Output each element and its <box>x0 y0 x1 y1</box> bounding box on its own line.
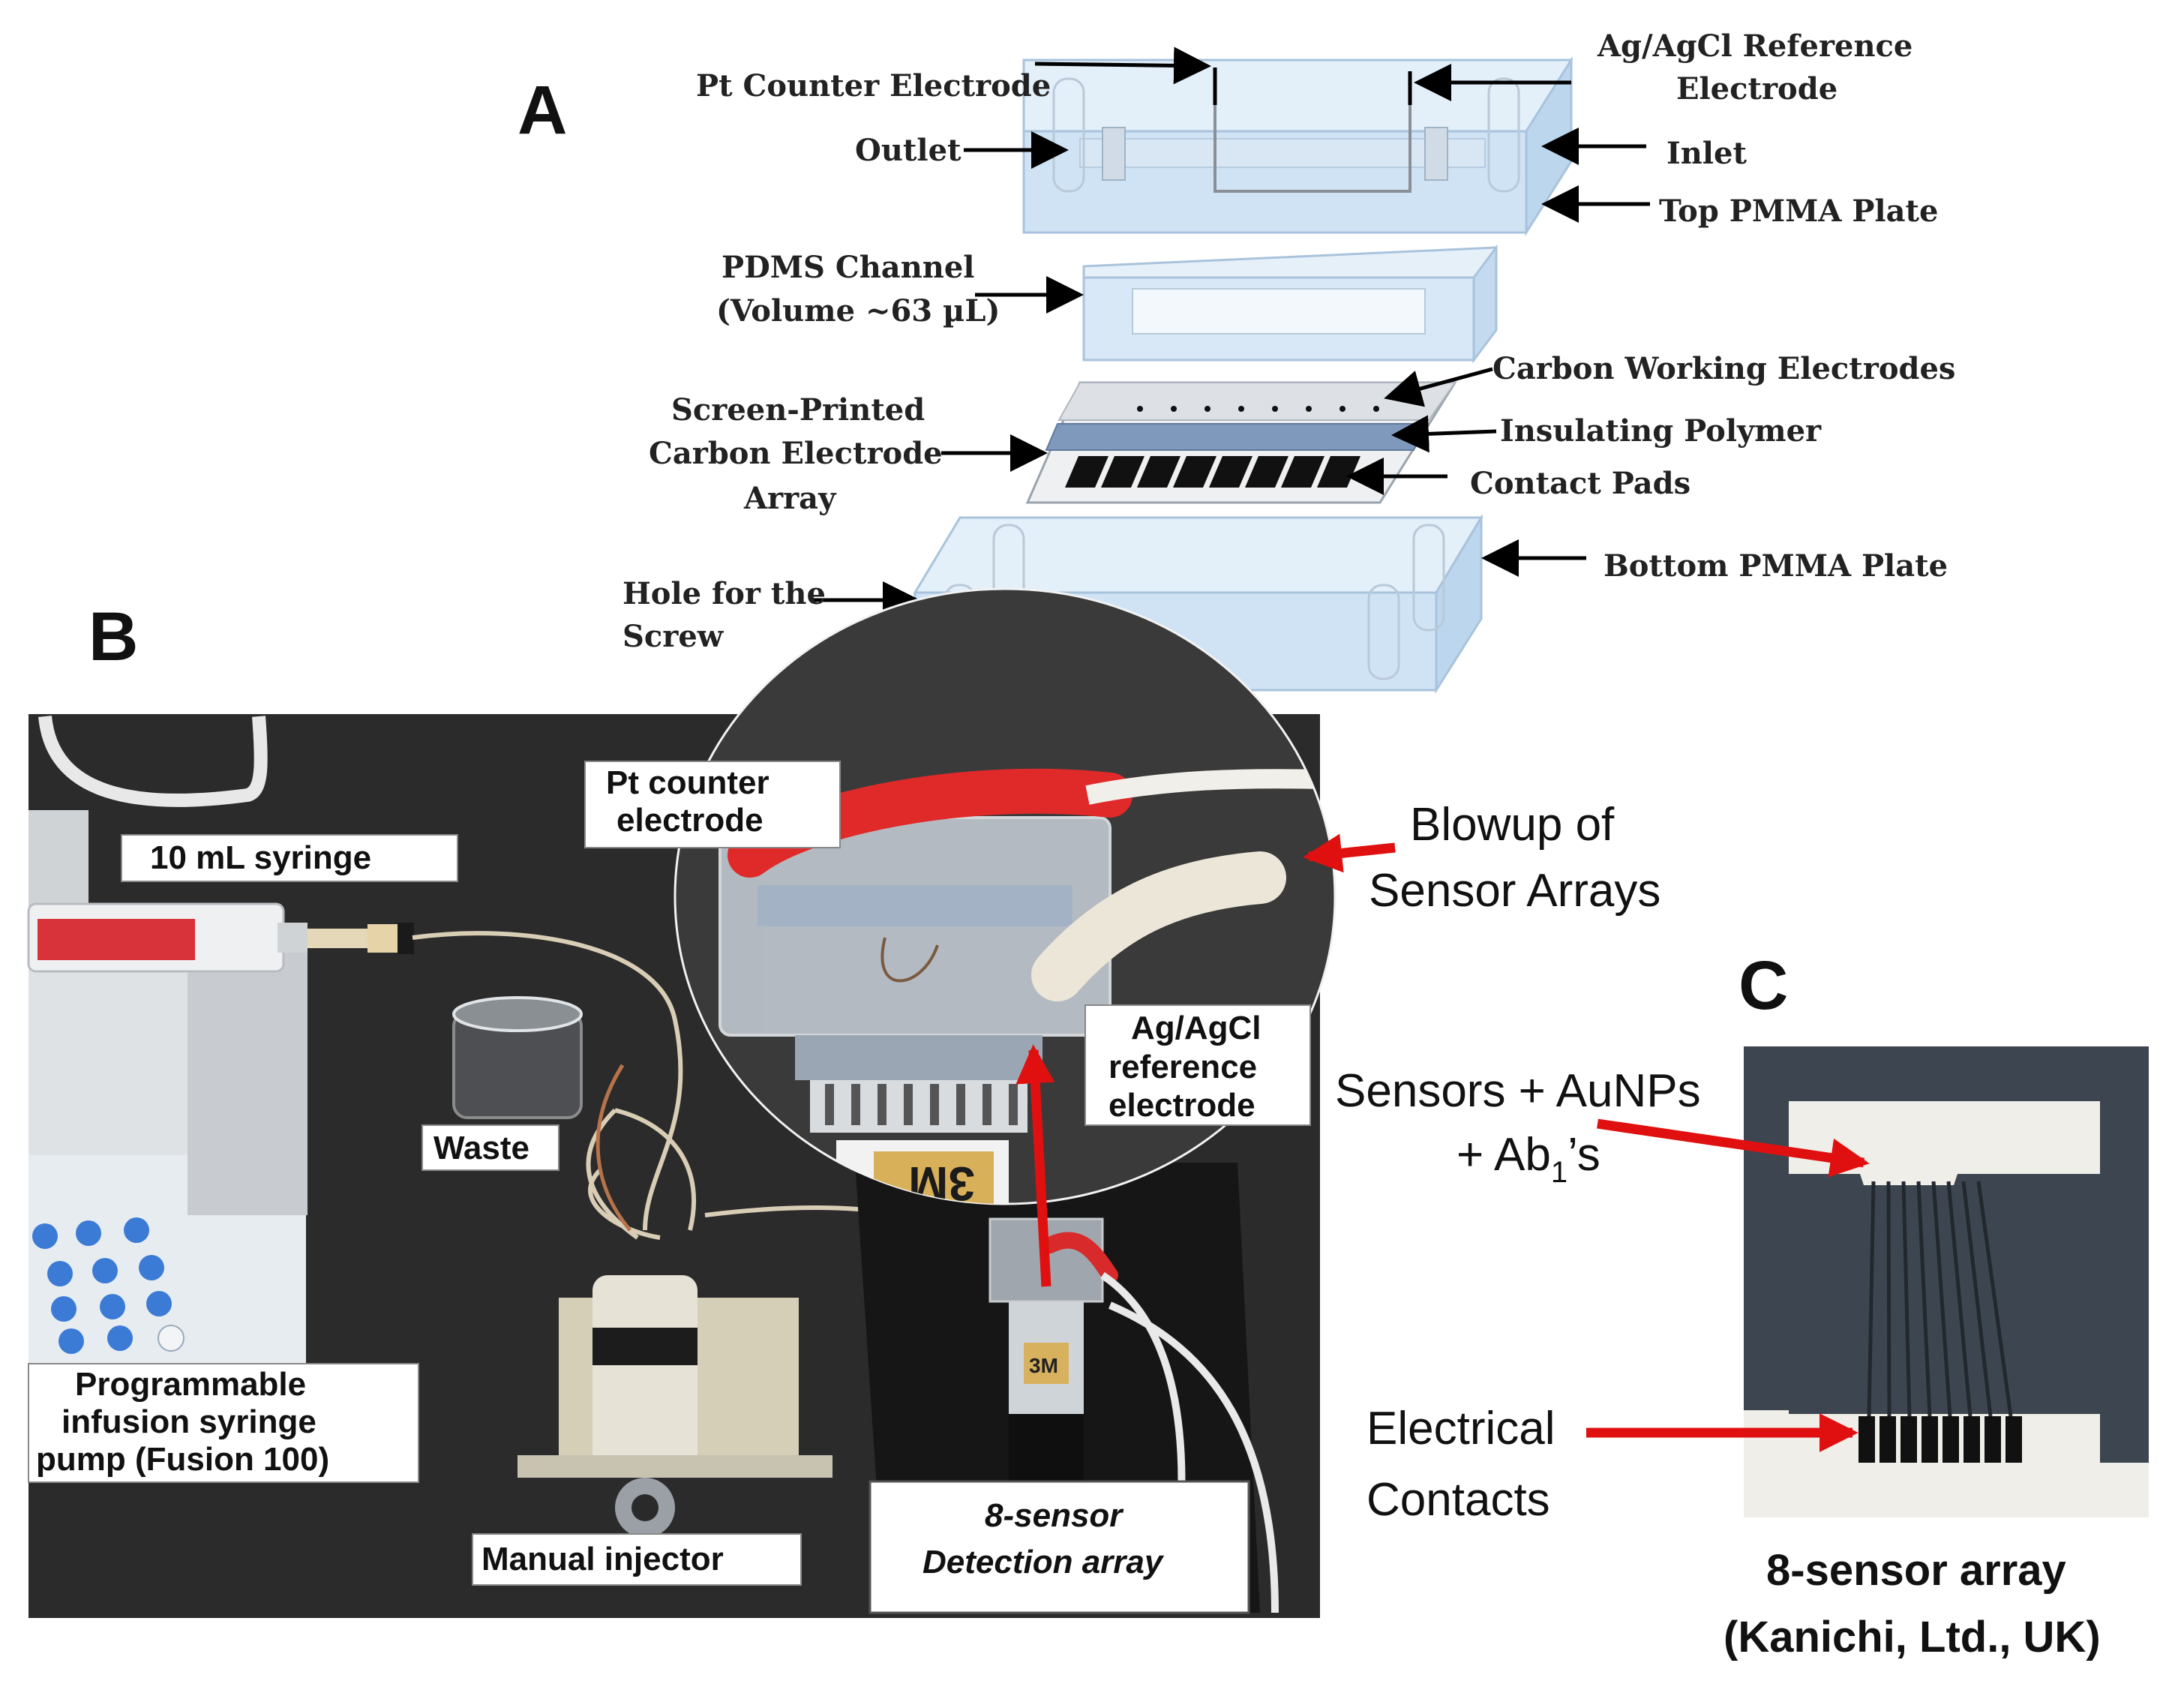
label-sensors-ab: + Ab <box>1456 1129 1551 1181</box>
label-box-ag-agcl: Ag/AgCl reference electrode <box>1084 1004 1311 1126</box>
manual-injector <box>518 1275 832 1538</box>
panel-label-b: B <box>88 599 138 675</box>
label-syringe: 10 mL syringe <box>150 839 371 876</box>
label-screen-printed-line3: Array <box>743 481 837 516</box>
label-sensors-post: ’s <box>1568 1129 1600 1181</box>
label-pt-counter-line1: Pt counter <box>606 764 770 801</box>
label-hole-screw-line2: Screw <box>622 619 724 654</box>
syringe-pump <box>28 810 308 1380</box>
panel-label-a: A <box>518 72 567 149</box>
sensor-window-top <box>1789 1101 2100 1185</box>
label-pump-line2: infusion syringe <box>62 1403 316 1440</box>
red-arrow-blowup <box>1016 1044 1055 1287</box>
sensor-traces <box>1867 1181 2013 1417</box>
electrode-array-sheet <box>1025 381 1457 504</box>
caption-line2: (Kanichi, Ltd., UK) <box>1724 1613 2101 1661</box>
label-ag-agcl-ref-line2: Electrode <box>1676 71 1838 107</box>
caption-line1: 8-sensor array <box>1766 1546 2066 1595</box>
label-ref-line2: reference <box>1108 1049 1257 1085</box>
label-injector: Manual injector <box>482 1541 724 1577</box>
panel-a-schematic: Pt Counter Electrode Ag/AgCl Reference E… <box>622 29 1955 695</box>
label-pdms-channel-line2: (Volume ~63 µL) <box>716 293 1000 329</box>
label-electrical-line1: Electrical <box>1366 1403 1556 1454</box>
label-waste: Waste <box>434 1130 530 1166</box>
label-electrical-line2: Contacts <box>1366 1474 1550 1526</box>
panel-b-photo: 3M 3M <box>27 587 1396 1618</box>
panel-c-sensor-array <box>1744 1046 2149 1517</box>
label-insulating-polymer: Insulating Polymer <box>1500 413 1822 449</box>
label-detection-line1: 8-sensor <box>985 1497 1124 1534</box>
label-pump-line1: Programmable <box>75 1366 306 1403</box>
label-carbon-working-electrodes: Carbon Working Electrodes <box>1492 351 1955 386</box>
label-box-syringe: 10 mL syringe <box>121 834 458 882</box>
label-blowup-line2: Sensor Arrays <box>1369 865 1660 917</box>
top-pmma-plate <box>1022 56 1574 237</box>
pdms-channel <box>1082 244 1498 364</box>
label-blowup-line1: Blowup of <box>1410 799 1615 851</box>
label-screen-printed-line2: Carbon Electrode <box>649 436 943 471</box>
label-contact-pads: Contact Pads <box>1470 466 1690 501</box>
label-pdms-channel-line1: PDMS Channel <box>722 250 975 285</box>
label-pt-counter-line2: electrode <box>616 802 764 839</box>
red-arrow-sensors <box>1597 1118 1870 1178</box>
pump-keypad <box>32 1217 172 1354</box>
label-pump-line3: pump (Fusion 100) <box>36 1441 329 1478</box>
sensor-contact-pads <box>1858 1416 2022 1463</box>
label-box-pt-counter: Pt counter electrode <box>584 761 841 848</box>
label-pt-counter-electrode: Pt Counter Electrode <box>696 68 1051 104</box>
label-outlet: Outlet <box>855 133 962 168</box>
label-ref-line1: Ag/AgCl <box>1131 1010 1262 1046</box>
label-top-pmma-plate: Top PMMA Plate <box>1659 194 1938 229</box>
label-bottom-pmma-plate: Bottom PMMA Plate <box>1604 548 1948 584</box>
panel-label-c: C <box>1738 947 1788 1024</box>
label-sensors-line1: Sensors + AuNPs <box>1335 1065 1701 1117</box>
label-sensors-line2: + Ab1’s <box>1456 1129 1600 1189</box>
label-box-waste: Waste <box>422 1124 560 1171</box>
red-arrow-sensor-arrays <box>1303 833 1396 873</box>
carbon-working-electrode-dots <box>1137 406 1379 412</box>
label-hole-screw-line1: Hole for the <box>622 576 826 611</box>
label-detection-line2: Detection array <box>922 1544 1165 1580</box>
label-inlet: Inlet <box>1666 136 1747 171</box>
label-box-detection: 8-sensor Detection array <box>868 1480 1250 1614</box>
tape-brand-small: 3M <box>1029 1354 1058 1377</box>
syringe-10ml <box>27 902 414 973</box>
label-box-pump: Programmable infusion syringe pump (Fusi… <box>28 1363 419 1483</box>
waste-jar <box>452 996 583 1119</box>
panel-a-arrows <box>814 47 1650 619</box>
label-ag-agcl-ref-line1: Ag/AgCl Reference <box>1597 29 1912 64</box>
label-sensors-sub: 1 <box>1551 1156 1568 1189</box>
label-box-injector: Manual injector <box>472 1533 802 1586</box>
label-screen-printed-line1: Screen-Printed <box>671 392 925 428</box>
label-ref-line3: electrode <box>1108 1087 1256 1124</box>
